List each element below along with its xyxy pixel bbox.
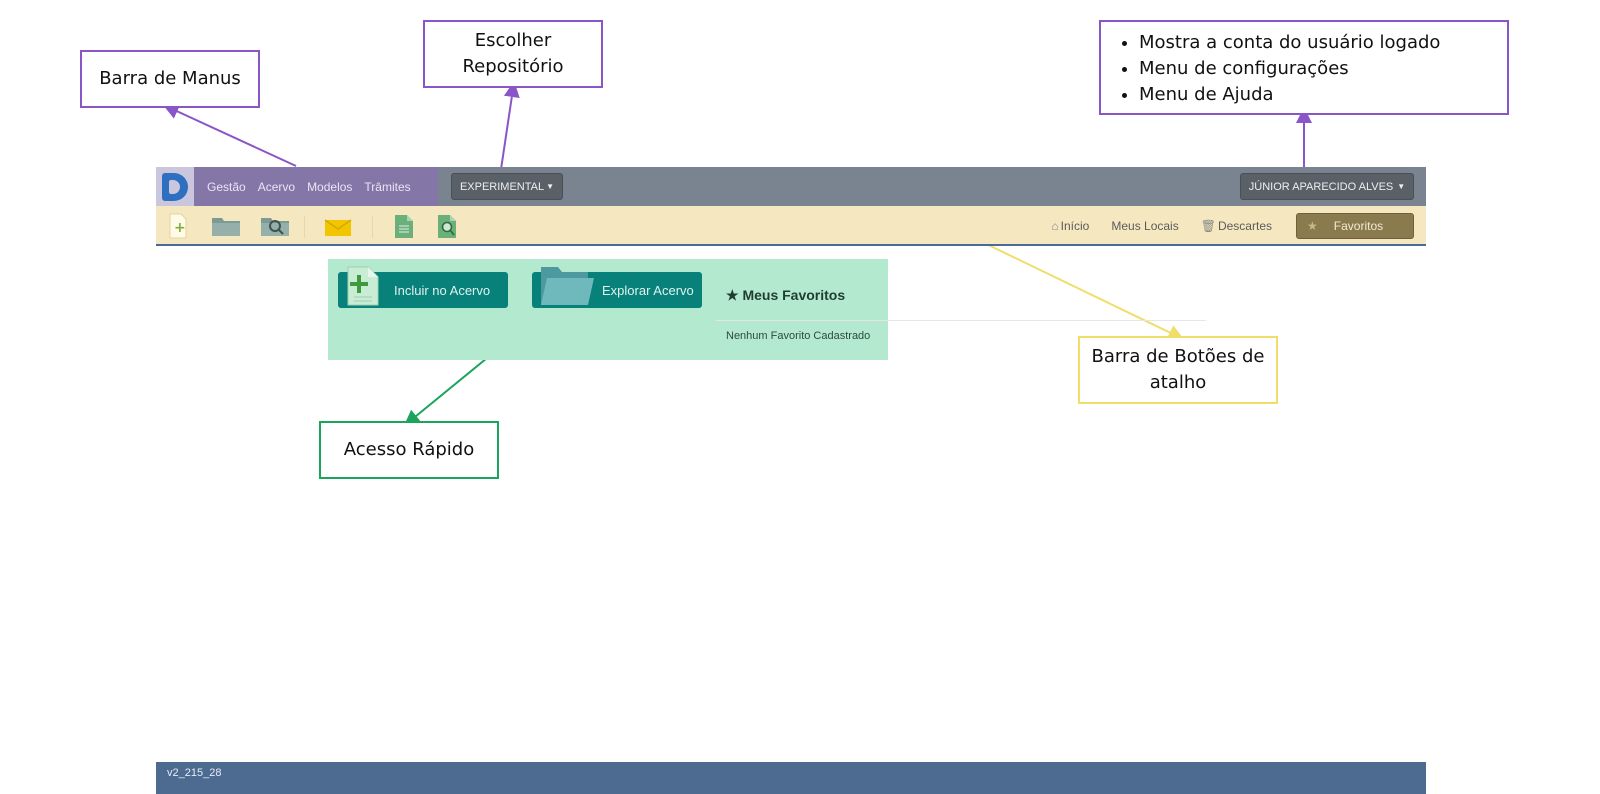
favorites-label: Favoritos (1333, 219, 1384, 233)
app-window: Gestão Acervo Modelos Trâmites EXPERIMEN… (156, 167, 1426, 794)
app-logo[interactable] (156, 167, 194, 206)
callout-shortcut-bar-text: Barra de Botões de atalho (1091, 346, 1265, 393)
menu-item-acervo[interactable]: Acervo (257, 179, 296, 194)
open-folder-icon (541, 267, 594, 305)
menu-item-tramites[interactable]: Trâmites (364, 179, 411, 194)
callout-account-list: Mostra a conta do usuário logado Menu de… (1101, 30, 1507, 108)
callout-quick-access-text: Acesso Rápido (343, 439, 475, 460)
callout-menu-bar-text: Barra de Manus (99, 68, 241, 89)
favorites-heading: ★ Meus Favoritos (726, 287, 845, 304)
trash-icon: 🗑 (1200, 219, 1216, 233)
my-places-link[interactable]: Meus Locais (1111, 219, 1179, 233)
quick-access-panel: Incluir no Acervo Explorar Acervo ★ Meus… (328, 259, 888, 360)
repository-label: EXPERIMENTAL (459, 180, 545, 193)
toolbar-divider (304, 216, 305, 238)
arrow-menus (162, 104, 297, 167)
version-label: v2_215_28 (167, 767, 222, 779)
folder-icon[interactable] (211, 215, 241, 242)
mail-icon[interactable] (324, 219, 352, 242)
user-name-label: JÚNIOR APARECIDO ALVES (1248, 180, 1394, 193)
trash-link[interactable]: 🗑Descartes (1201, 219, 1272, 233)
footer-bar: v2_215_28 (156, 762, 1426, 794)
repository-dropdown[interactable]: EXPERIMENTAL▼ (451, 173, 563, 200)
callout-shortcut-bar: Barra de Botões de atalho (1078, 336, 1278, 404)
svg-text:+: + (174, 220, 186, 236)
explore-archive-label: Explorar Acervo (602, 282, 694, 298)
trash-link-label: Descartes (1217, 219, 1272, 233)
favorites-divider (716, 320, 1206, 321)
callout-repository: Escolher Repositório (423, 20, 603, 88)
arrow-repository (499, 81, 520, 177)
user-account-dropdown[interactable]: JÚNIOR APARECIDO ALVES▼ (1240, 173, 1414, 200)
home-icon: ⌂ (1051, 219, 1059, 233)
document-icon[interactable] (394, 214, 414, 244)
menu-bar: Gestão Acervo Modelos Trâmites (156, 167, 438, 206)
callout-quick-access: Acesso Rápido (319, 421, 499, 479)
callout-account-item: Mostra a conta do usuário logado (1139, 30, 1507, 56)
new-document-icon[interactable]: + (168, 213, 188, 244)
favorites-heading-label: Meus Favoritos (742, 287, 846, 303)
toolbar-right-links: ⌂Início Meus Locais 🗑Descartes ★ Favorito… (1029, 206, 1414, 246)
menu-item-modelos[interactable]: Modelos (307, 179, 353, 194)
callout-repository-text: Escolher Repositório (462, 30, 564, 77)
document-search-icon[interactable] (437, 214, 459, 244)
callout-account-item: Menu de Ajuda (1139, 82, 1507, 108)
callout-account-item: Menu de configurações (1139, 56, 1507, 82)
logo-d-icon (162, 172, 188, 201)
caret-down-icon: ▼ (1397, 182, 1406, 191)
home-link[interactable]: ⌂Início (1051, 219, 1089, 233)
callout-account: Mostra a conta do usuário logado Menu de… (1099, 20, 1509, 115)
toolbar-divider (372, 216, 373, 238)
caret-down-icon: ▼ (546, 182, 555, 191)
top-navbar: Gestão Acervo Modelos Trâmites EXPERIMEN… (156, 167, 1426, 206)
favorites-button[interactable]: ★ Favoritos (1296, 213, 1414, 239)
star-icon: ★ (726, 287, 739, 303)
star-icon: ★ (1307, 219, 1318, 233)
include-archive-button[interactable]: Incluir no Acervo (338, 266, 508, 308)
callout-menu-bar: Barra de Manus (80, 50, 260, 108)
add-document-icon (347, 266, 379, 306)
explore-archive-button[interactable]: Explorar Acervo (532, 267, 702, 308)
home-link-label: Início (1060, 219, 1090, 233)
menu-item-gestao[interactable]: Gestão (207, 179, 246, 194)
include-archive-label: Incluir no Acervo (394, 282, 491, 298)
shortcut-toolbar: + ⌂Início Meus Locais 🗑Descartes ★ Favori… (156, 206, 1426, 246)
favorites-empty-message: Nenhum Favorito Cadastrado (726, 330, 871, 342)
folder-search-icon[interactable] (260, 214, 290, 243)
